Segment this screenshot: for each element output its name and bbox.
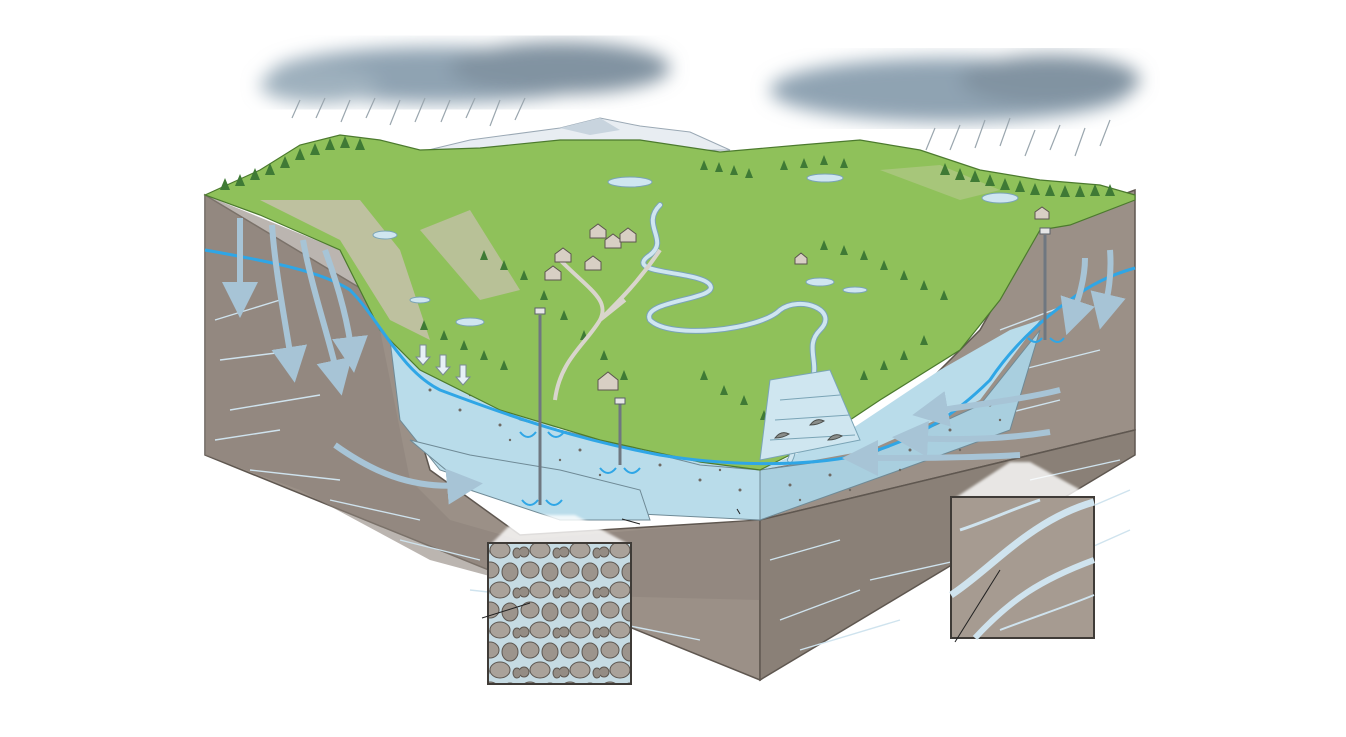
water-table <box>204 248 1136 466</box>
lakes <box>372 173 1019 327</box>
forest <box>220 136 1115 430</box>
well-icon <box>538 235 1047 505</box>
well-inflow-arrows <box>519 337 1065 506</box>
fish-icon <box>773 419 843 441</box>
cloud-icon <box>770 55 1140 122</box>
inset-pointer <box>490 462 1095 545</box>
gravel-aquifer-inset <box>481 542 632 685</box>
well-cap <box>534 227 1051 405</box>
flow-arrow-icon <box>414 344 472 386</box>
rain-icon <box>291 97 1111 157</box>
house-icon <box>544 206 1050 391</box>
cloud-icon <box>260 42 670 103</box>
flow-arrow-icon <box>222 218 1126 505</box>
leader-lines <box>621 508 741 525</box>
road <box>553 248 662 401</box>
fractured-bedrock-inset <box>949 496 1096 643</box>
